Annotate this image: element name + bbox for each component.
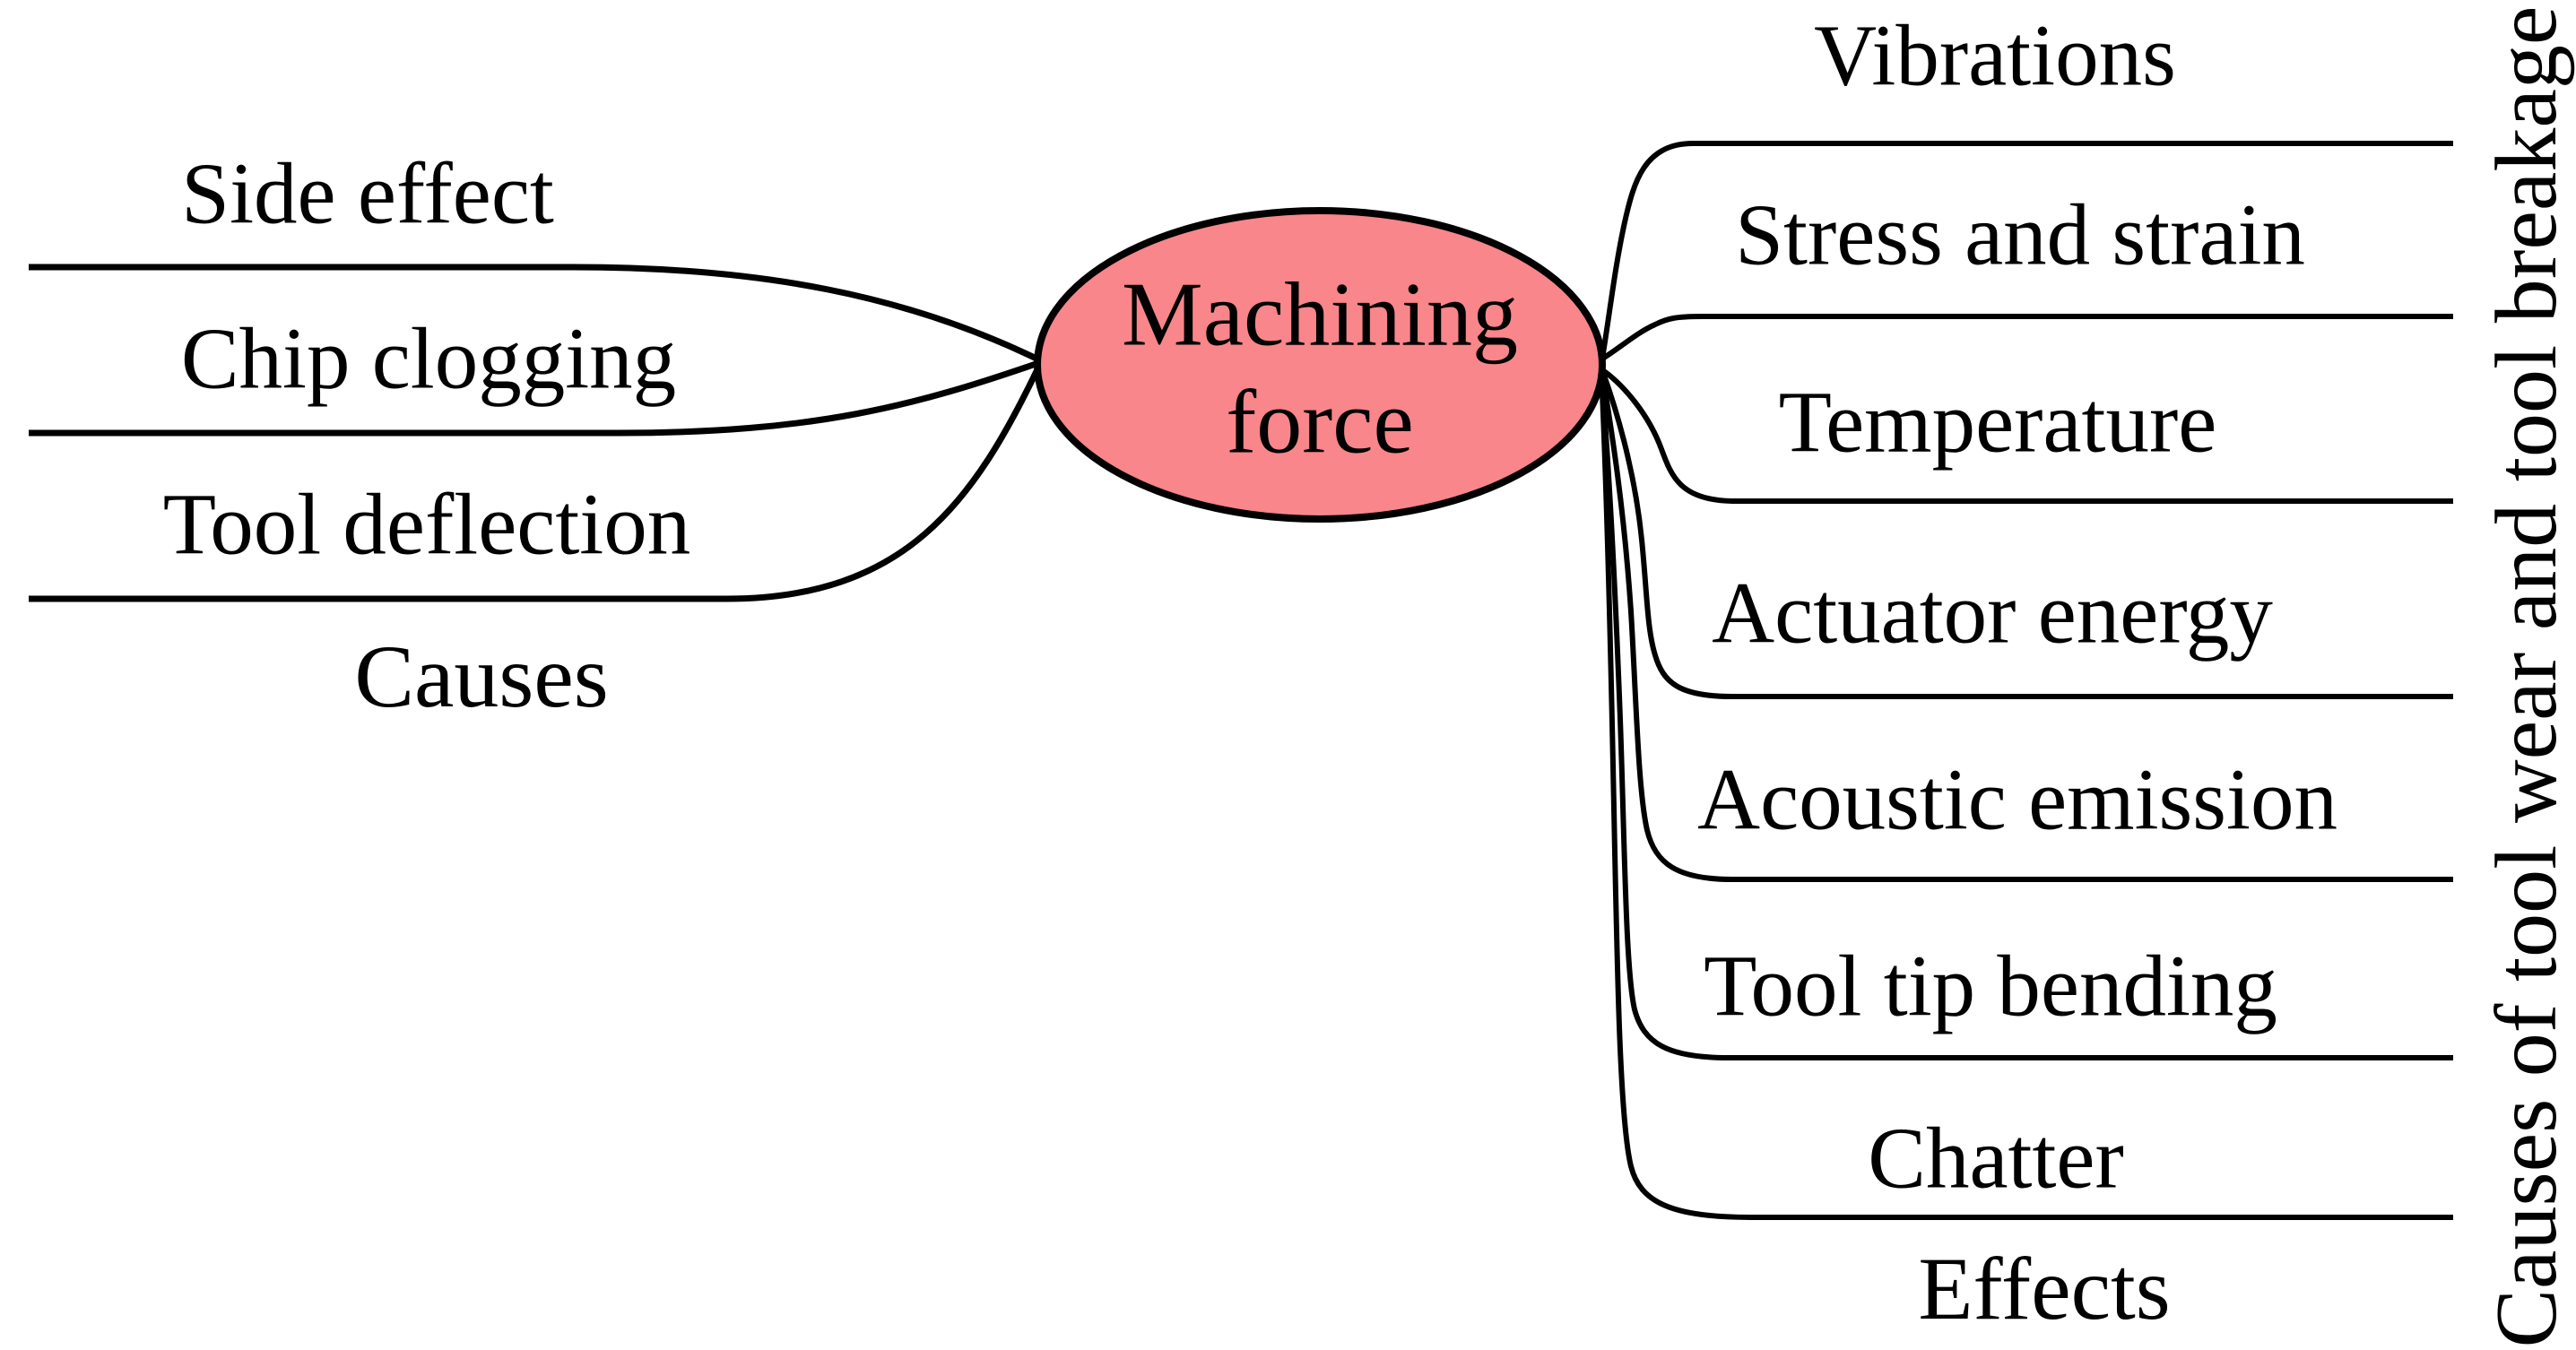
branch-label-acoustic-emission: Acoustic emission bbox=[1697, 751, 2337, 848]
branch-line-side-effect bbox=[29, 264, 1040, 363]
branch-label-vibrations: Vibrations bbox=[1814, 7, 2176, 104]
branch-label-chatter: Chatter bbox=[1868, 1110, 2124, 1207]
group-label-effects: Effects bbox=[1918, 1239, 2171, 1338]
branch-line-actuator-energy bbox=[1600, 371, 2453, 699]
branch-label-actuator-energy: Actuator energy bbox=[1712, 565, 2273, 662]
branch-line-temperature bbox=[1602, 368, 2453, 504]
center-node-label: Machining force bbox=[1122, 262, 1518, 478]
branch-label-stress-and-strain: Stress and strain bbox=[1735, 186, 2305, 283]
branch-line-stress-and-strain bbox=[1602, 314, 2453, 360]
branch-label-side-effect: Side effect bbox=[181, 145, 554, 242]
branch-label-temperature: Temperature bbox=[1778, 374, 2217, 471]
branch-line-chatter bbox=[1599, 372, 2453, 1220]
branch-label-tool-tip-bending: Tool tip bending bbox=[1704, 938, 2277, 1034]
branch-line-tool-tip-bending bbox=[1599, 372, 2453, 1060]
branch-line-vibrations bbox=[1600, 141, 2453, 359]
branch-line-tool-deflection bbox=[29, 366, 1042, 602]
branch-label-chip-clogging: Chip clogging bbox=[180, 310, 677, 407]
center-node-label-line2: force bbox=[1226, 372, 1414, 473]
branch-line-chip-clogging bbox=[29, 359, 1040, 437]
branch-label-tool-deflection: Tool deflection bbox=[162, 476, 691, 573]
branch-line-acoustic-emission bbox=[1600, 372, 2453, 882]
side-caption-tool-wear-breakage: Causes of tool wear and tool breakage bbox=[2478, 5, 2575, 1348]
center-node-ellipse bbox=[1034, 207, 1606, 523]
center-node-label-line1: Machining bbox=[1122, 264, 1518, 366]
group-label-causes: Causes bbox=[354, 627, 609, 726]
